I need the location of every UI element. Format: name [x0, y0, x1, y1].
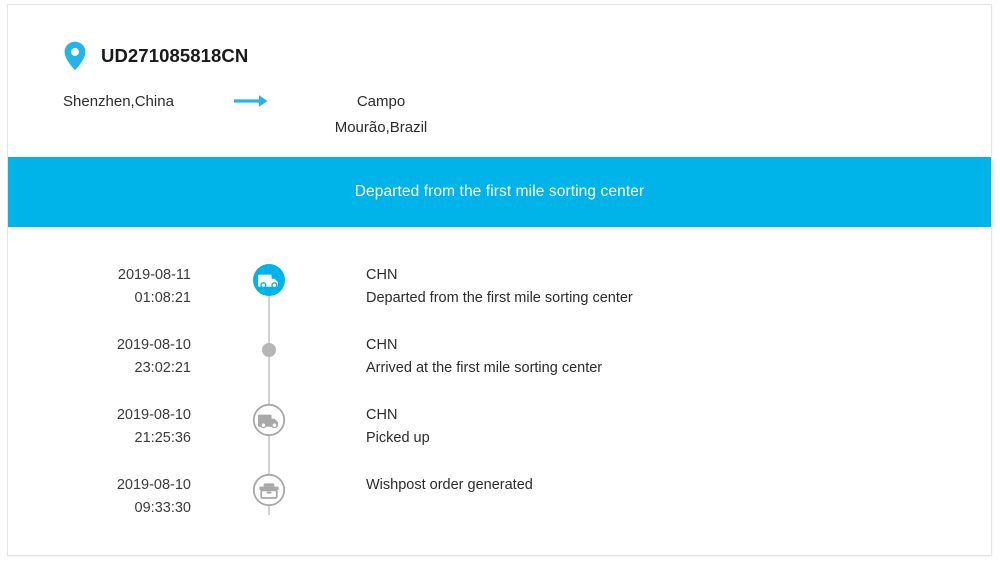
briefcase-icon [251, 472, 287, 508]
timeline-row-date-day: 2019-08-11 [117, 267, 191, 283]
location-pin-icon [63, 41, 87, 71]
status-banner-text: Departed from the first mile sorting cen… [354, 183, 645, 200]
timeline-row[interactable]: 2019-08-10 23:02:21 CHN Arrived at the f… [8, 325, 991, 395]
timeline-row-text: CHN Departed from the first mile sorting… [366, 264, 926, 310]
timeline-row-country: CHN [366, 407, 398, 423]
timeline-row-date: 2019-08-11 01:08:21 [8, 264, 191, 310]
timeline-row-date-day: 2019-08-10 [116, 407, 191, 423]
dot-icon [262, 343, 276, 357]
timeline-row-description: Picked up [366, 430, 430, 446]
timeline-row-country: CHN [366, 337, 398, 353]
timeline-row-date: 2019-08-10 23:02:21 [8, 334, 191, 380]
route-destination-line2: Mourão,Brazil [334, 119, 428, 136]
arrow-right-icon [213, 89, 291, 109]
timeline-marker-active [244, 255, 294, 305]
timeline-row-date-time: 01:08:21 [134, 290, 191, 306]
timeline-row[interactable]: 2019-08-10 21:25:36 CHN Picked up [8, 395, 991, 465]
truck-icon [251, 262, 287, 298]
tracking-timeline: 2019-08-11 01:08:21 CHN Departed from th… [8, 227, 991, 535]
route-origin: Shenzhen,China [63, 93, 174, 110]
timeline-row[interactable]: 2019-08-10 09:33:30 Wishpost order gener… [8, 465, 991, 535]
route-destination: Campo Mourão,Brazil [291, 89, 471, 141]
timeline-row[interactable]: 2019-08-11 01:08:21 CHN Departed from th… [8, 255, 991, 325]
timeline-row-date-day: 2019-08-10 [116, 337, 191, 353]
tracking-id-row: UD271085818CN [63, 41, 248, 71]
timeline-row-date-time: 21:25:36 [134, 430, 191, 446]
route-row: Shenzhen,China Campo Mourão,Brazil [63, 89, 483, 141]
timeline-connector-line [268, 275, 270, 515]
timeline-marker-past [244, 465, 294, 515]
tracking-card: UD271085818CN Shenzhen,China Campo Mourã… [7, 4, 992, 556]
route-destination-line1: Campo [356, 93, 406, 110]
timeline-row-text: CHN Picked up [366, 404, 926, 450]
timeline-row-date: 2019-08-10 09:33:30 [8, 474, 191, 520]
timeline-row-description: Wishpost order generated [366, 477, 533, 493]
truck-icon [251, 402, 287, 438]
timeline-marker-past [244, 395, 294, 445]
timeline-row-date-time: 23:02:21 [134, 360, 191, 376]
card-header: UD271085818CN Shenzhen,China Campo Mourã… [8, 5, 991, 157]
timeline-row-date: 2019-08-10 21:25:36 [8, 404, 191, 450]
timeline-row-date-time: 09:33:30 [134, 500, 191, 516]
timeline-row-text: Wishpost order generated [366, 474, 926, 497]
timeline-row-description: Departed from the first mile sorting cen… [366, 290, 633, 306]
tracking-number: UD271085818CN [101, 45, 249, 66]
status-banner: Departed from the first mile sorting cen… [8, 157, 991, 227]
timeline-row-country: CHN [366, 267, 398, 283]
timeline-row-date-day: 2019-08-10 [116, 477, 191, 493]
timeline-marker-past [244, 325, 294, 375]
timeline-row-text: CHN Arrived at the first mile sorting ce… [366, 334, 926, 380]
timeline-row-description: Arrived at the first mile sorting center [366, 360, 603, 376]
